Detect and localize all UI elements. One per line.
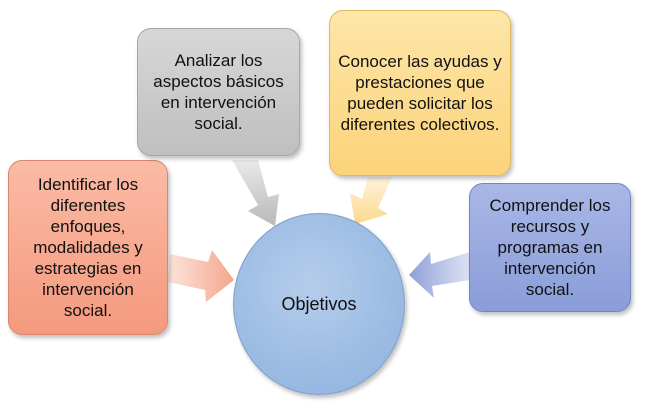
objective-text: Comprender los recursos y programas en i… [489,196,611,299]
objective-text: Analizar los aspectos básicos en interve… [153,51,284,133]
objective-box-conocer: Conocer las ayudas y prestaciones que pu… [329,10,511,176]
objective-box-analizar: Analizar los aspectos básicos en interve… [137,28,300,156]
objective-text: Conocer las ayudas y prestaciones que pu… [338,52,502,134]
objective-box-comprender: Comprender los recursos y programas en i… [469,183,631,312]
arrow-analizar [232,160,279,226]
objective-text: Identificar los diferentes enfoques, mod… [33,175,143,320]
center-label: Objetivos [281,293,357,314]
arrow-comprender [409,252,470,298]
arrow-conocer [350,177,392,224]
objective-box-identificar: Identificar los diferentes enfoques, mod… [8,160,168,335]
center-objetivos-circle: Objetivos [233,213,405,395]
arrow-identificar [168,250,234,302]
